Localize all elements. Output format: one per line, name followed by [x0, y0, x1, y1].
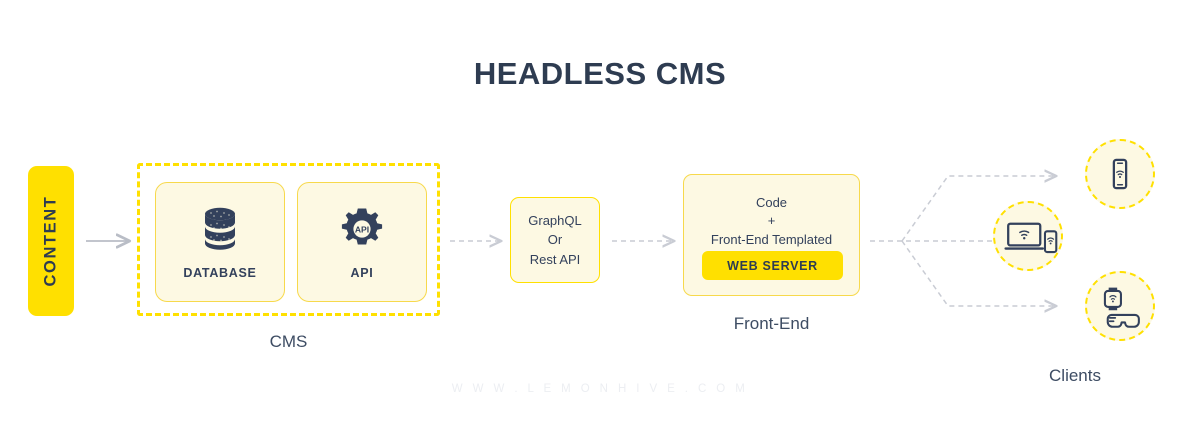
watermark: W W W . L E M O N H I V E . C O M	[451, 383, 749, 395]
smart-glasses-icon	[1106, 313, 1140, 328]
content-label: CONTENT	[41, 195, 60, 287]
cms-group: DATABASE API API	[137, 163, 440, 316]
cms-card-api-label: API	[350, 266, 374, 280]
frontend-line-1: Code	[755, 195, 788, 210]
client-node-wearable[interactable]	[1085, 271, 1155, 341]
frontend-line-3: Front-End Templated	[710, 231, 833, 247]
gear-api-icon-text: API	[355, 224, 369, 234]
page-title: HEADLESS CMS	[473, 56, 727, 91]
web-server-button[interactable]: WEB SERVER	[702, 251, 843, 280]
client-node-mobile[interactable]	[1085, 139, 1155, 209]
cms-card-api[interactable]: API API	[297, 182, 427, 302]
frontend-description: Code + Front-End Templated	[684, 194, 859, 249]
clients-caption: Clients	[1049, 366, 1101, 385]
frontend-line-2: +	[767, 213, 776, 229]
smartwatch-wifi-icon	[1103, 287, 1122, 311]
content-block[interactable]: CONTENT	[28, 166, 74, 316]
cms-card-database-label: DATABASE	[183, 266, 257, 280]
gear-api-icon: API	[298, 205, 426, 253]
frontend-box[interactable]: Code + Front-End Templated WEB SERVER	[683, 174, 860, 296]
laptop-wifi-icon	[1004, 222, 1058, 254]
cms-caption: CMS	[269, 332, 308, 351]
api-layer-line-3: Rest API	[529, 251, 581, 267]
phone-wifi-icon	[1112, 158, 1128, 190]
wearable-icons	[1103, 287, 1140, 328]
api-layer-box[interactable]: GraphQL Or Rest API	[510, 197, 600, 283]
api-layer-line-2: Or	[547, 232, 563, 248]
connector-frontend-to-clients	[870, 176, 1060, 306]
frontend-caption: Front-End	[733, 314, 810, 333]
cms-card-database[interactable]: DATABASE	[155, 182, 285, 302]
phone-wifi-icon	[1043, 230, 1058, 254]
database-icon	[156, 205, 284, 253]
client-node-desktop[interactable]	[993, 201, 1063, 271]
api-layer-line-1: GraphQL	[528, 212, 582, 228]
